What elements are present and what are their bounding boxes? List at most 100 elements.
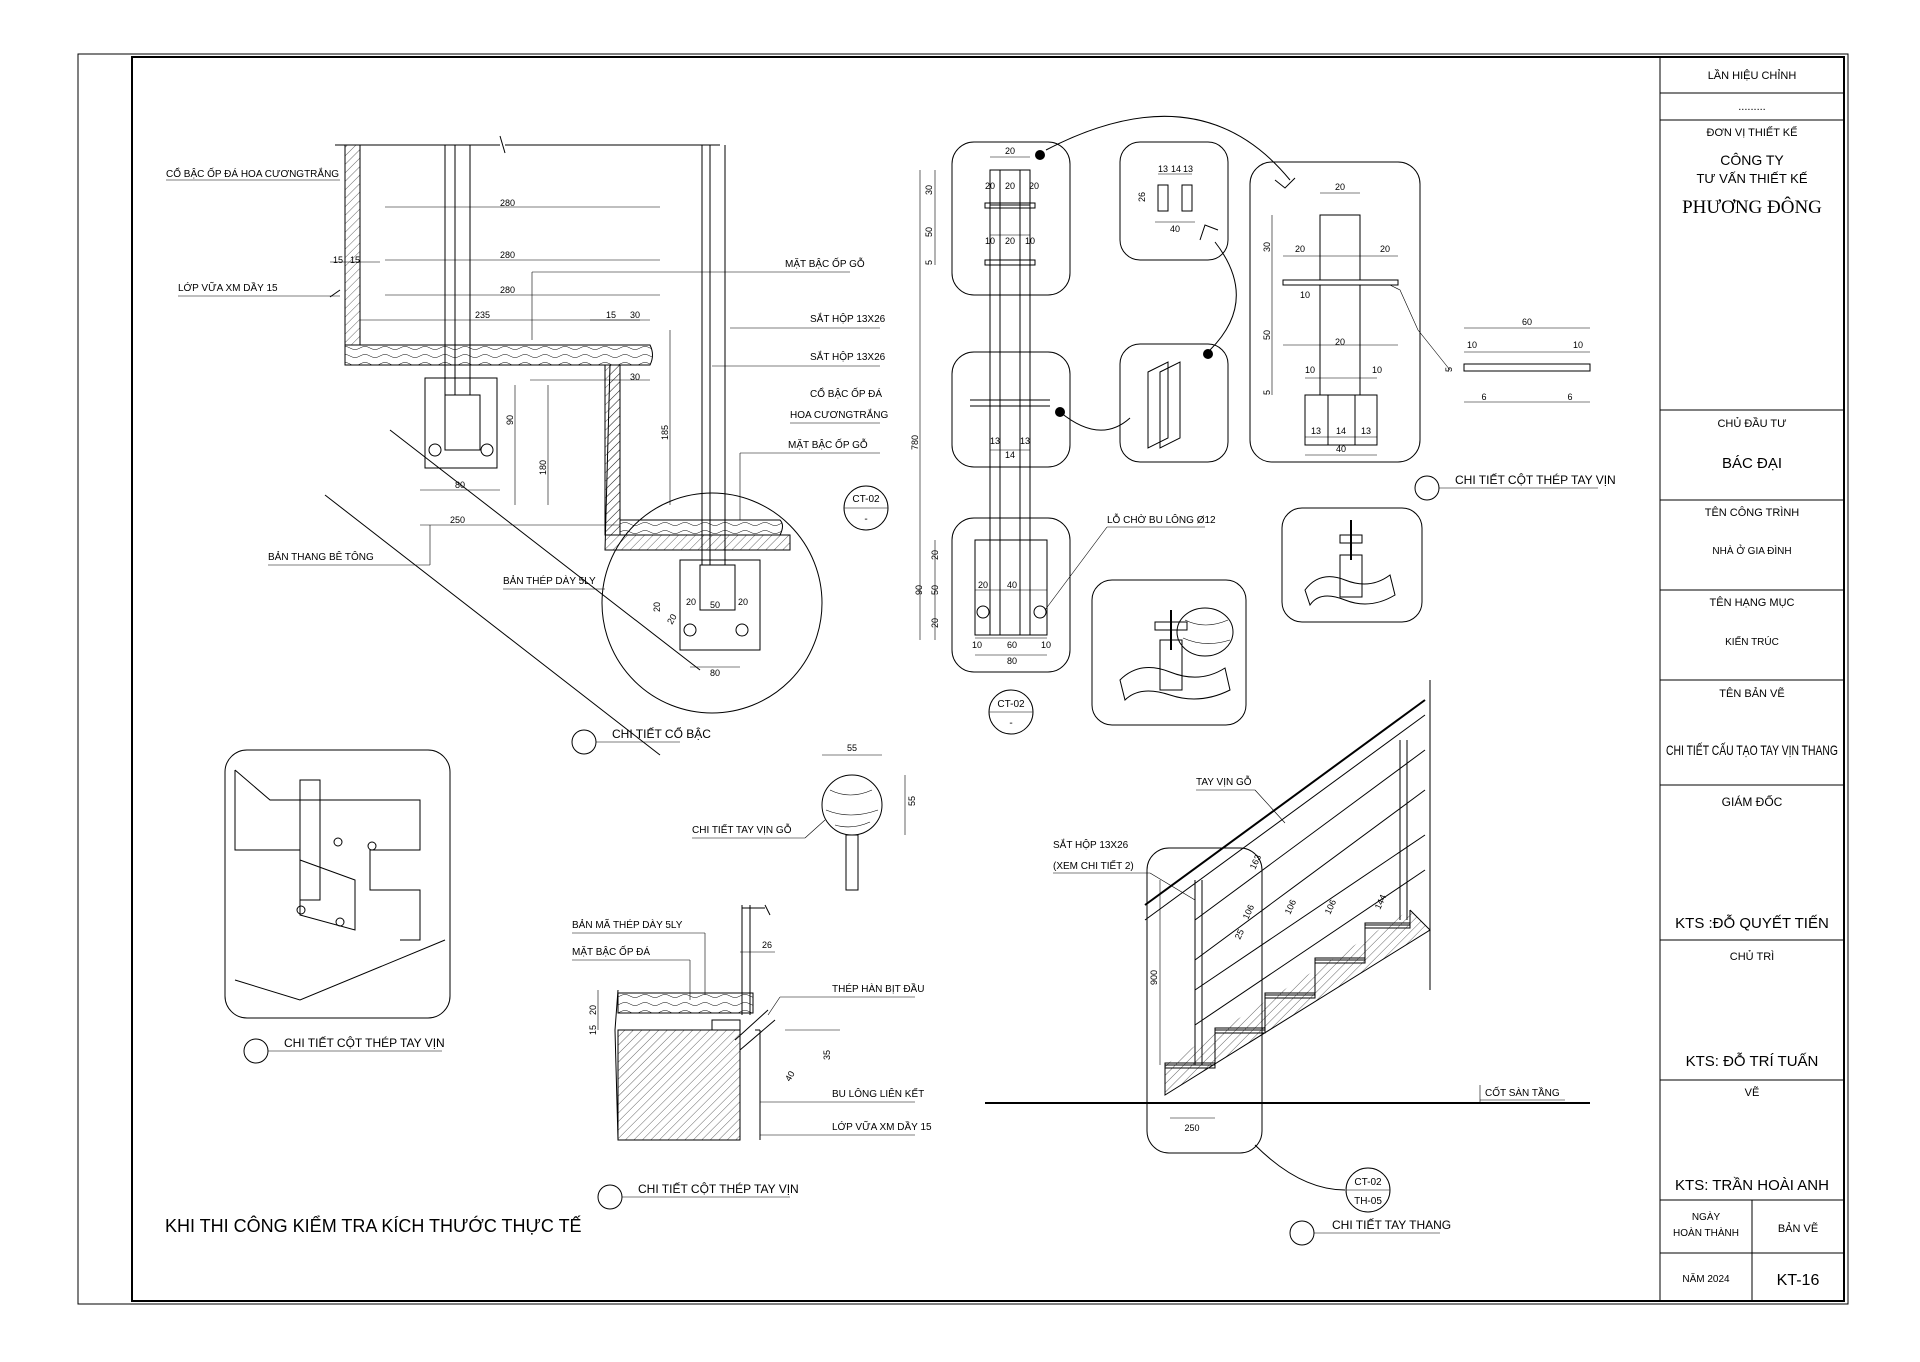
title-handrail: CHI TIẾT TAY THANG bbox=[1332, 1217, 1451, 1232]
dim-15b: 15 bbox=[350, 255, 360, 265]
title-post-detail-top: CHI TIẾT CỘT THÉP TAY VỊN bbox=[1455, 472, 1616, 487]
dim-900: 900 bbox=[1149, 970, 1159, 985]
outer-frame bbox=[77, 53, 1849, 1305]
dim-13f: 13 bbox=[1361, 426, 1371, 436]
title-post-detail-bottom: CHI TIẾT CỘT THÉP TAY VỊN bbox=[638, 1181, 799, 1196]
category-label: TÊN HẠNG MỤC bbox=[1710, 596, 1795, 609]
dim-25: 25 bbox=[1233, 928, 1246, 941]
dim-10b: 10 bbox=[1025, 236, 1035, 246]
dim-10a: 10 bbox=[985, 236, 995, 246]
dim-280a: 280 bbox=[500, 198, 515, 208]
dim-20d: 20 bbox=[665, 612, 679, 626]
dim-60a: 60 bbox=[1007, 640, 1017, 650]
dim-20f: 20 bbox=[985, 181, 995, 191]
label-bolt-hole: LỖ CHỜ BU LÔNG Ø12 bbox=[1107, 513, 1216, 526]
dim-10c: 10 bbox=[972, 640, 982, 650]
dim-14b: 14 bbox=[1171, 164, 1181, 174]
dim-20a: 20 bbox=[686, 597, 696, 607]
handrail-elevation: 900 250 163 106 106 106 144 25 TAY VỊN G… bbox=[985, 680, 1590, 1246]
drawn-label: VẼ bbox=[1745, 1086, 1760, 1099]
construction-note: KHI THI CÔNG KIỂM TRA KÍCH THƯỚC THỰC TẾ bbox=[165, 1215, 582, 1236]
dim-30c: 30 bbox=[924, 185, 934, 195]
dim-80c: 80 bbox=[1007, 656, 1017, 666]
dim-20b: 20 bbox=[738, 597, 748, 607]
lead-value: KTS: ĐỖ TRÍ TUẤN bbox=[1686, 1052, 1819, 1070]
dim-15a: 15 bbox=[333, 255, 343, 265]
iso-views: CHI TIẾT CỘT THÉP TAY VỊN bbox=[224, 507, 1423, 1064]
company-line1: CÔNG TY bbox=[1720, 152, 1784, 168]
dim-235: 235 bbox=[475, 310, 490, 320]
dim-280c: 280 bbox=[500, 285, 515, 295]
label-steel-plate-2: BẢN MÃ THÉP DÀY 5LY bbox=[572, 918, 683, 931]
dim-20e: 20 bbox=[1005, 146, 1015, 156]
label-concrete-stair: BẢN THANG BÊ TÔNG bbox=[268, 550, 374, 563]
dim-14c: 14 bbox=[1336, 426, 1346, 436]
dim-13d: 13 bbox=[1183, 164, 1193, 174]
director-value: KTS :ĐỖ QUYẾT TIẾN bbox=[1675, 914, 1829, 932]
dim-10g: 10 bbox=[1372, 365, 1382, 375]
dim-35: 35 bbox=[822, 1050, 832, 1060]
category-value: KIẾN TRÚC bbox=[1725, 635, 1779, 648]
dim-60b: 60 bbox=[1522, 317, 1532, 327]
dim-40a: 40 bbox=[1007, 580, 1017, 590]
label-mortar: LỚP VỮA XM DẦY 15 bbox=[178, 281, 278, 294]
label-riser-granite-2b: HOA CƯƠNGTRẮNG bbox=[790, 408, 888, 421]
design-unit-label: ĐƠN VỊ THIẾT KẾ bbox=[1707, 126, 1798, 139]
dim-780: 780 bbox=[910, 435, 920, 450]
company-line2: TƯ VẤN THIẾT KẾ bbox=[1696, 171, 1807, 186]
label-floor-level: CỐT SÀN TẦNG bbox=[1485, 1085, 1560, 1099]
year-value: NĂM 2024 bbox=[1682, 1272, 1730, 1285]
step-section-detail: 280 280 280 235 15 15 15 30 30 90 180 18… bbox=[166, 135, 889, 756]
dim-30b: 30 bbox=[630, 372, 640, 382]
dim-40b: 40 bbox=[1170, 224, 1180, 234]
label-wood-tread-2: MẶT BẬC ỐP GỖ bbox=[788, 437, 868, 451]
dim-6b: 6 bbox=[1567, 392, 1572, 402]
dim-90b: 90 bbox=[914, 585, 924, 595]
dim-20q: 20 bbox=[1335, 337, 1345, 347]
dim-6a: 6 bbox=[1481, 392, 1486, 402]
dim-80b: 80 bbox=[710, 668, 720, 678]
dim-144: 144 bbox=[1373, 893, 1388, 911]
label-anchor-bolt: BU LÔNG LIÊN KẾT bbox=[832, 1087, 924, 1100]
label-mortar-2: LỚP VỮA XM DẦY 15 bbox=[832, 1120, 932, 1133]
dim-50d: 50 bbox=[1262, 330, 1272, 340]
completion-label-2: HOÀN THÀNH bbox=[1673, 1226, 1739, 1239]
post-bottom-section: BẢN MÃ THÉP DÀY 5LY MẶT BẬC ỐP ĐÁ THÉP H… bbox=[572, 904, 932, 1210]
drawing-name-label: TÊN BẢN VẼ bbox=[1719, 687, 1784, 700]
label-end-weld: THÉP HÀN BỊT ĐẦU bbox=[832, 982, 924, 995]
title-step-detail: CHI TIẾT CỔ BẬC bbox=[612, 726, 711, 741]
dim-15c: 15 bbox=[606, 310, 616, 320]
label-box-steel-1: SẮT HỘP 13X26 bbox=[810, 312, 886, 325]
title-block: LẦN HIỆU CHỈNH ......... ĐƠN VỊ THIẾT KẾ… bbox=[1659, 56, 1845, 1302]
dim-30d: 30 bbox=[1262, 242, 1272, 252]
box-steel-detail: 13 14 13 26 40 bbox=[1119, 141, 1237, 463]
dim-106b: 106 bbox=[1283, 898, 1298, 916]
dim-280b: 280 bbox=[500, 250, 515, 260]
callout2-top: CT-02 bbox=[997, 699, 1025, 710]
dim-106c: 106 bbox=[1323, 898, 1338, 916]
dim-20o: 20 bbox=[1295, 244, 1305, 254]
investor-value: BÁC ĐẠI bbox=[1722, 455, 1782, 472]
wood-handrail-detail: 55 55 CHI TIẾT TAY VỊN GỖ bbox=[692, 743, 917, 891]
dim-250b: 250 bbox=[1184, 1123, 1199, 1133]
dim-10h: 10 bbox=[1467, 340, 1477, 350]
label-riser-granite: CỔ BẬC ỐP ĐÁ HOA CƯƠNGTRẮNG bbox=[166, 166, 339, 180]
dim-10d: 10 bbox=[1041, 640, 1051, 650]
revision-label: LẦN HIỆU CHỈNH bbox=[1708, 69, 1797, 82]
dim-80a: 80 bbox=[455, 480, 465, 490]
dim-40d: 40 bbox=[783, 1069, 797, 1083]
dim-5b: 5 bbox=[1262, 390, 1272, 395]
dim-20j: 20 bbox=[930, 550, 940, 560]
label-wood-rail: TAY VỊN GỖ bbox=[1196, 775, 1252, 788]
dim-180: 180 bbox=[538, 460, 548, 475]
dim-20l: 20 bbox=[978, 580, 988, 590]
dim-20g: 20 bbox=[1005, 181, 1015, 191]
dim-163: 163 bbox=[1248, 853, 1263, 871]
dim-40c: 40 bbox=[1336, 444, 1346, 454]
dim-50c: 50 bbox=[930, 585, 940, 595]
callout1-bottom: - bbox=[864, 514, 867, 525]
revision-value: ......... bbox=[1738, 101, 1766, 113]
dim-15d: 15 bbox=[588, 1025, 598, 1035]
dim-13c: 13 bbox=[1158, 164, 1168, 174]
